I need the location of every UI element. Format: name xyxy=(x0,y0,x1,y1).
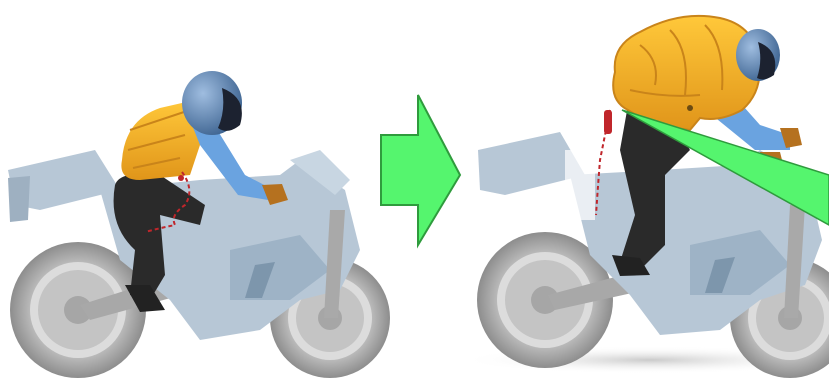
right-arrow-icon xyxy=(381,95,460,245)
helmet-right xyxy=(736,29,780,81)
helmet-left xyxy=(182,71,242,135)
motorcycle-left xyxy=(8,150,390,378)
airbag-vest-inflated xyxy=(613,16,759,130)
